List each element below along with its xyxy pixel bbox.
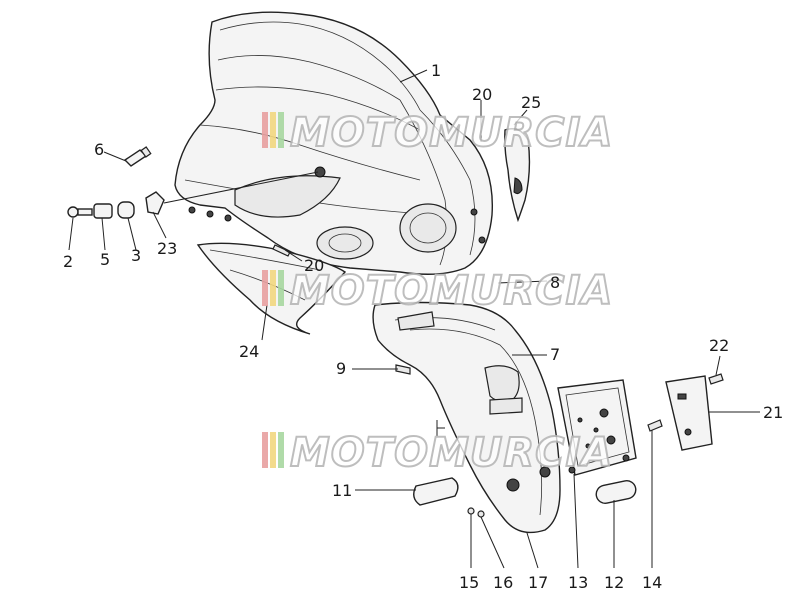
screw-part-9 xyxy=(395,364,411,375)
callout-23: 23 xyxy=(157,239,177,258)
watermark-text: MOTOMURCIA xyxy=(290,268,613,314)
plate-light-part xyxy=(413,477,459,506)
callout-6: 6 xyxy=(94,140,104,159)
watermark-text: MOTOMURCIA xyxy=(290,430,613,476)
callout-2: 2 xyxy=(63,252,73,271)
watermark-stripe xyxy=(262,112,268,148)
watermark-stripe xyxy=(270,112,276,148)
callout-9: 9 xyxy=(336,359,346,378)
leader-lines xyxy=(68,69,760,569)
watermark-stripe xyxy=(278,112,284,148)
bolt-part-14 xyxy=(647,419,663,432)
callout-16: 16 xyxy=(493,573,513,592)
callout-7: 7 xyxy=(550,345,560,364)
reflector-part xyxy=(595,480,637,504)
callout-3: 3 xyxy=(131,246,141,265)
callout-20: 20 xyxy=(304,256,324,275)
watermark-stripe xyxy=(270,270,276,306)
callout-12: 12 xyxy=(604,573,624,592)
watermark-stripe xyxy=(262,270,268,306)
callout-13: 13 xyxy=(568,573,588,592)
fastener-assembly xyxy=(67,171,319,219)
watermark-stripe xyxy=(270,432,276,468)
front-shield-part xyxy=(174,11,494,275)
watermark-bottom: MOTOMURCIA xyxy=(262,429,613,477)
watermark-middle: MOTOMURCIA xyxy=(262,267,613,315)
rear-mudguard-part xyxy=(372,301,561,534)
watermark-text: MOTOMURCIA xyxy=(290,110,613,156)
callout-14: 14 xyxy=(642,573,662,592)
callout-labels: 1 20 25 6 2 5 3 23 20 8 24 9 7 22 21 11 … xyxy=(63,61,783,592)
watermark-stripe xyxy=(278,432,284,468)
watermark-stripe xyxy=(262,432,268,468)
callout-21: 21 xyxy=(763,403,783,422)
callout-5: 5 xyxy=(100,250,110,269)
bulb-part xyxy=(123,146,152,167)
license-plate-holder-part xyxy=(557,379,637,476)
screw-part-22 xyxy=(708,373,724,385)
bracket-part-21 xyxy=(665,375,713,451)
callout-20: 20 xyxy=(472,85,492,104)
side-trim-part xyxy=(504,128,531,223)
callout-11: 11 xyxy=(332,481,352,500)
callout-22: 22 xyxy=(709,336,729,355)
callout-1: 1 xyxy=(431,61,441,80)
callout-24: 24 xyxy=(239,342,259,361)
callout-17: 17 xyxy=(528,573,548,592)
watermark-top: MOTOMURCIA xyxy=(262,109,613,157)
callout-15: 15 xyxy=(459,573,479,592)
callout-25: 25 xyxy=(521,93,541,112)
screw-part-20 xyxy=(272,100,482,257)
nut-parts-15-16 xyxy=(467,507,485,518)
watermark-stripe xyxy=(278,270,284,306)
callout-8: 8 xyxy=(550,273,560,292)
